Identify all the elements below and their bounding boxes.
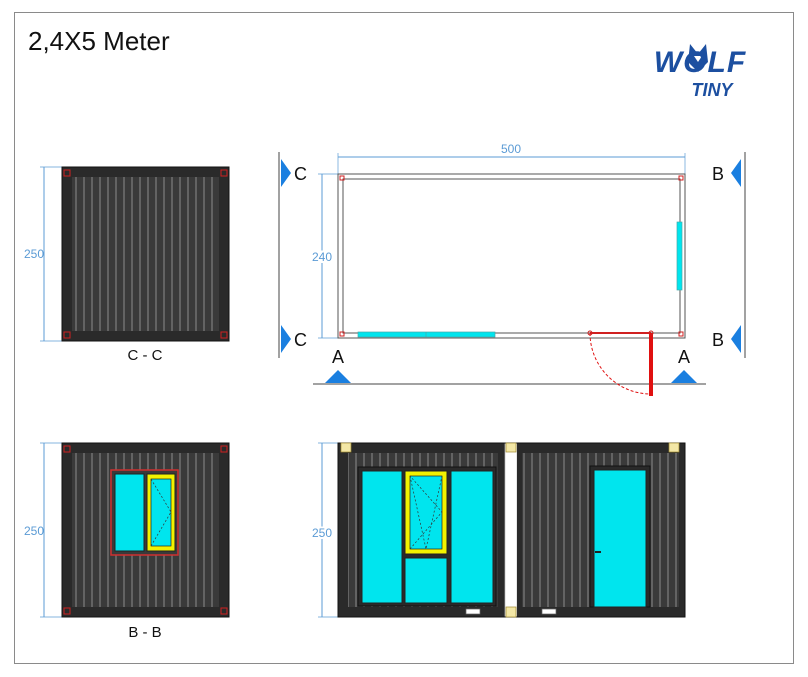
front-window-right: [450, 470, 494, 604]
section-bb-view: 250 B - B: [24, 442, 230, 641]
section-a-arrow-icon: [325, 370, 351, 383]
section-c-arrow-icon: [281, 159, 291, 187]
front-window-lower: [404, 557, 448, 604]
drawing-frame: [14, 12, 794, 664]
logo-subword: TINY: [691, 80, 734, 100]
front-height-label: 250: [312, 526, 332, 540]
section-cc-height-label: 250: [24, 247, 44, 261]
page-title: 2,4X5 Meter: [28, 26, 170, 56]
section-bb-caption: B - B: [128, 624, 161, 641]
section-bb-height-label: 250: [24, 524, 44, 538]
section-a-left-label: A: [332, 347, 344, 367]
front-elevation-view: 250: [310, 442, 686, 618]
floor-plan-view: 500 240 C C B B A A: [278, 142, 746, 396]
section-b-bottom-label: B: [712, 330, 724, 350]
section-b-arrow-icon: [731, 159, 741, 187]
section-b-top-label: B: [712, 164, 724, 184]
section-c-arrow-icon: [281, 325, 291, 353]
plan-width-label: 500: [501, 142, 521, 156]
front-window-left: [361, 470, 403, 604]
section-c-top-label: C: [294, 164, 307, 184]
section-c-bottom-label: C: [294, 330, 307, 350]
section-cc-view: 250 C - C: [24, 166, 230, 364]
section-a-arrow-icon: [671, 370, 697, 383]
brand-logo: WOLF TINY: [654, 44, 746, 100]
section-cc-caption: C - C: [128, 347, 163, 364]
section-b-arrow-icon: [731, 325, 741, 353]
logo-wordmark: WOLF: [654, 46, 746, 79]
plan-depth-label: 240: [312, 250, 332, 264]
door-handle-icon: [595, 551, 601, 553]
section-a-right-label: A: [678, 347, 690, 367]
wolf-head-icon: [688, 44, 708, 72]
